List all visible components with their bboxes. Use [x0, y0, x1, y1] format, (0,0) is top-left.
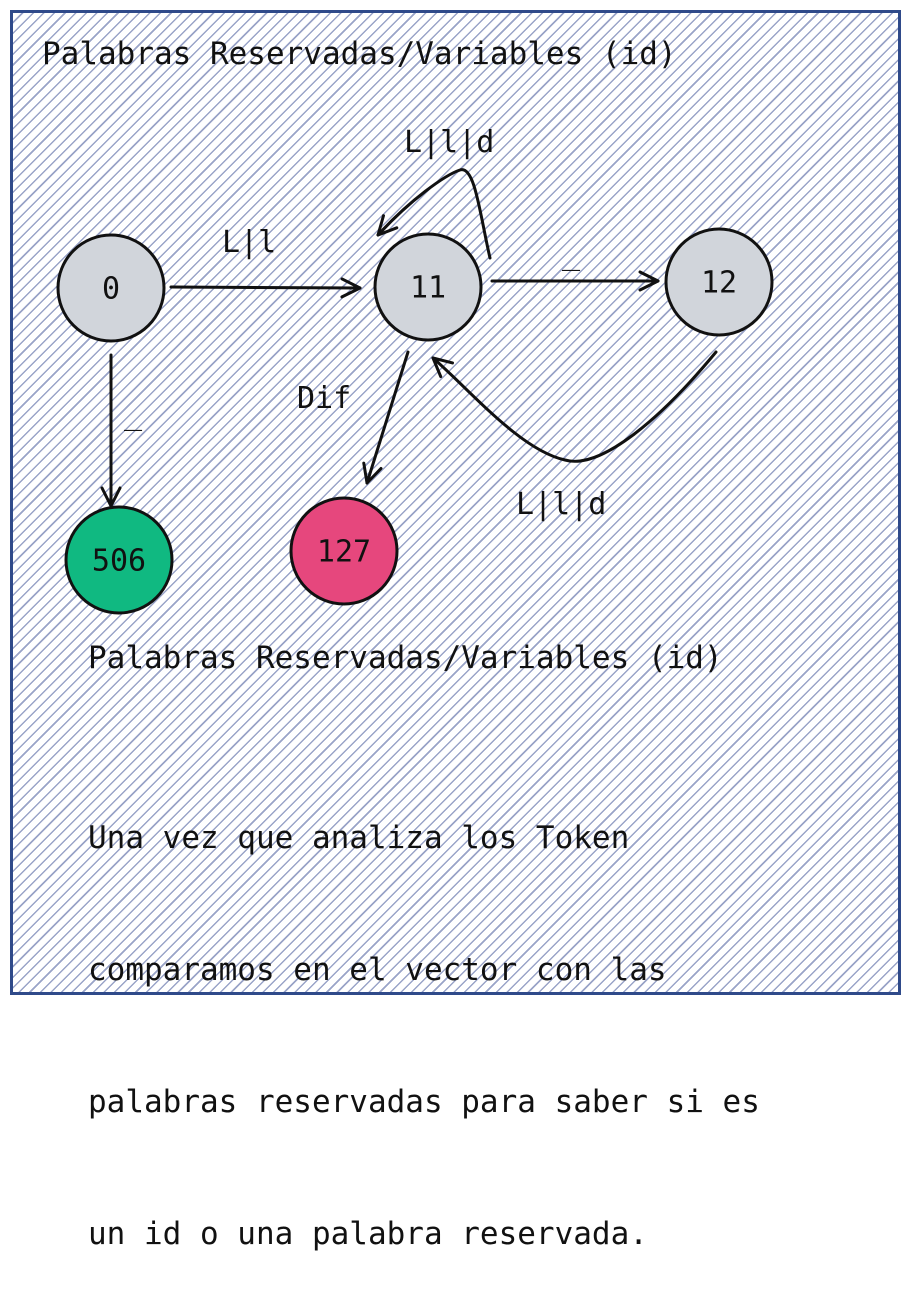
state-127: 127	[289, 496, 399, 606]
state-127-label: 127	[317, 535, 371, 570]
edge-label-11-127: Dif	[297, 381, 351, 416]
page-title: Palabras Reservadas/Variables (id)	[42, 36, 677, 72]
state-12-label: 12	[701, 266, 737, 301]
state-506-label: 506	[92, 544, 146, 579]
edge-0-to-11	[169, 277, 362, 299]
edge-label-0-506: _	[124, 397, 143, 432]
state-12: 12	[664, 227, 774, 337]
state-0-circle	[56, 233, 166, 343]
state-11: 11	[373, 232, 483, 342]
hatched-frame	[10, 10, 901, 995]
state-127-circle	[289, 496, 399, 606]
state-506: 506	[64, 505, 174, 615]
state-11-circle	[373, 232, 483, 342]
edge-11-self-loop	[376, 168, 492, 260]
edge-12-to-11	[431, 350, 718, 463]
description: Una vez que analiza los Token comparamos…	[88, 728, 760, 1300]
edge-label-0-11: L|l	[222, 225, 276, 260]
state-11-label: 11	[410, 271, 446, 306]
state-506-circle	[64, 505, 174, 615]
description-line: palabras reservadas para saber si es	[88, 1084, 760, 1120]
description-line: comparamos en el vector con las	[88, 952, 667, 988]
description-line: Una vez que analiza los Token	[88, 820, 630, 856]
state-0-label: 0	[102, 272, 120, 307]
description-line: un id o una palabra reservada.	[88, 1216, 648, 1252]
edge-11-to-127	[362, 350, 410, 485]
section-heading: Palabras Reservadas/Variables (id)	[88, 640, 723, 676]
edge-label-11-loop: L|l|d	[404, 125, 494, 160]
edge-label-12-11: L|l|d	[516, 487, 606, 522]
state-12-circle	[664, 227, 774, 337]
state-diagram: L|l L|l|d _ L|l|d _ Dif 0 11 12 506 127	[56, 125, 774, 615]
edge-label-11-12: _	[562, 237, 581, 272]
state-0: 0	[56, 233, 166, 343]
